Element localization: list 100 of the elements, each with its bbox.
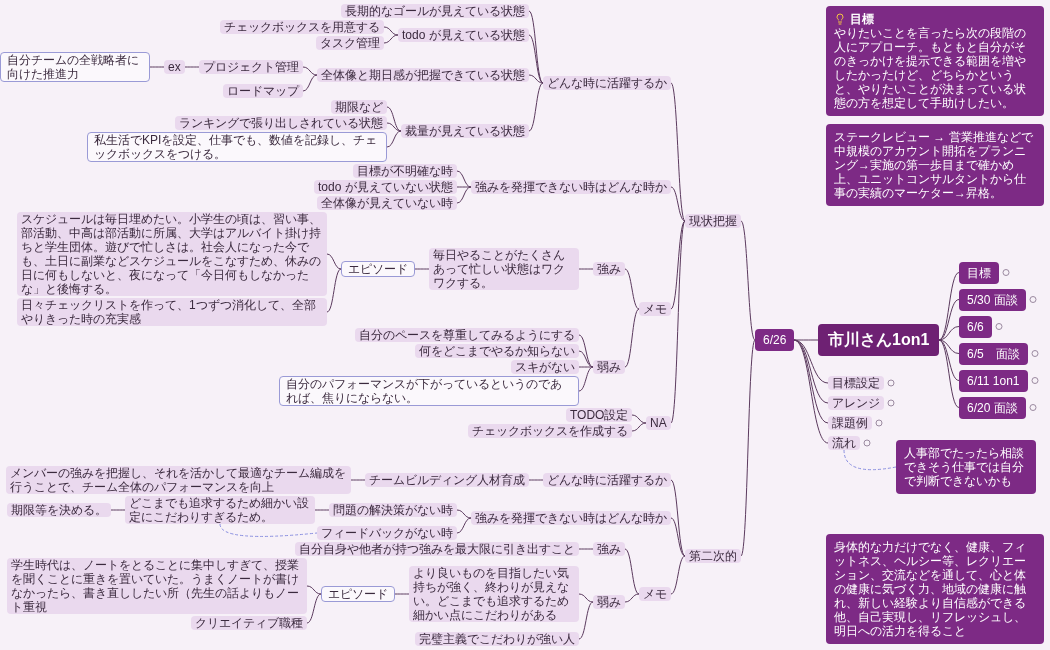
topic-label: どんな時に活躍するか (543, 76, 671, 90)
topic-label: メンバーの強みを把握し、それを活かして最適なチーム編成を行うことで、チーム全体のパフォーマンスを向上 (6, 466, 351, 494)
topic-box: 5/30 面談 (959, 288, 1026, 311)
branch-line (631, 422, 647, 432)
branch-line (670, 555, 686, 595)
topic-label: 強み (593, 542, 625, 556)
topic-label: 目標設定 (828, 376, 884, 390)
branch-line (938, 299, 960, 341)
topic-label: 弱み (593, 360, 625, 374)
branch-line (350, 479, 366, 481)
branch-line (938, 272, 960, 341)
topic-label: 弱み (593, 595, 625, 609)
summary-box: 自分のパフォーマンスが下がっているというのであれば、焦りにならない。 (279, 376, 579, 406)
note-card (826, 6, 1044, 116)
topic-label: スキがない (511, 360, 579, 374)
topic-label: 目標が不明確な時 (353, 164, 457, 178)
topic-label: どこまでも追求するため細かい設定にこだわりすぎるため。 (125, 496, 315, 524)
topic-label: 長期的なゴールが見えている状態 (341, 4, 529, 18)
topic-box: 6/6 (959, 315, 992, 338)
topic-label: todo が見えている状態 (398, 28, 529, 42)
branch-line (793, 339, 829, 444)
summary-box: エピソード (321, 586, 395, 602)
topic-box: 6/20 面談 (959, 396, 1026, 419)
branch-line (578, 366, 594, 392)
topic-label: 毎日やることがたくさんあって忙しい状態はワクワクする。 (429, 248, 579, 290)
branch-line (624, 593, 640, 603)
note-card: 人事部でたったら相談できそう仕事では自分で判断できないかも (896, 440, 1036, 494)
branch-line (386, 122, 402, 132)
topic-label: アレンジ (828, 396, 884, 410)
topic-label: 現状把握 (685, 214, 741, 228)
branch-line (414, 268, 430, 270)
branch-line (624, 548, 640, 595)
branch-line (578, 268, 594, 270)
note-heading: 目標 (850, 12, 874, 26)
branch-line (578, 601, 594, 640)
topic-label: 流れ (828, 436, 860, 450)
topic-label: スケジュールは毎日埋めたい。小学生の頃は、習い事、部活動、中高は部活動に所属、大学はアルバイト掛け持ちと学生団体。遊びで忙しさは。社会人になった今でも、土日に副業などスケジュールをこなすため、休みの日に何もしないと、夜になって「今日何もしなかったな」と後悔する。 (17, 212, 327, 296)
topic-label: クリエイティブ職種 (191, 616, 307, 630)
branch-line (110, 509, 126, 511)
branch-line (578, 366, 594, 368)
branch-line (631, 414, 647, 424)
topic-label: タスク管理 (316, 36, 384, 50)
branch-line (938, 339, 960, 408)
branch-line (456, 517, 472, 534)
topic-label: 期限など (331, 100, 387, 114)
branch-line (456, 186, 472, 204)
branch-line (578, 548, 594, 550)
topic-label: 自分のペースを尊重してみるようにする (355, 328, 579, 342)
summary-box: 私生活でKPIを設定、仕事でも、数値を記録し、チェックボックスをつける。 (87, 132, 387, 162)
branch-line (326, 268, 342, 313)
branch-line (670, 479, 686, 557)
branch-line (302, 66, 318, 76)
branch-line (670, 220, 686, 310)
note-text: やりたいことを言ったら次の段階の人にアプローチ。もともと自分がそのきっかけを提示できる範囲を増やしたかったけど、どちらかというと、やりたいことが決まっている状態の方を想定して手助けしたい。 (834, 26, 1027, 110)
branch-line (578, 593, 594, 603)
topic-label: 全体像と期日感が把握できている状態 (317, 68, 529, 82)
branch-line (528, 479, 544, 481)
topic-box: 6/5 面談 (959, 342, 1028, 365)
branch-line (670, 82, 686, 222)
topic-label: 第二次的 (685, 549, 741, 563)
note-card: ステークレビュー → 営業推進などで中規模のアカウント開拓をプランニング→実施の第一歩目まで確かめ上、ユニットコンサルタントから仕事の実績のマーケター→昇格。 (826, 124, 1044, 206)
branch-line (456, 186, 472, 188)
topic-label: 完璧主義でこだわりが強い人 (415, 632, 579, 646)
topic-label: ロードマップ (223, 84, 303, 98)
topic-label: 全体像が見えていない時 (317, 196, 457, 210)
dashed-connector (843, 449, 897, 471)
topic-label: より良いものを目指したい気持ちが強く、終わりが見えない。どこまでも追求するため細かい点にこだわりがある (409, 566, 579, 622)
branch-line (306, 593, 322, 624)
topic-label: 強みを発揮できない時はどんな時か (471, 511, 671, 525)
branch-line (938, 339, 960, 381)
topic-box: 目標 (959, 261, 999, 284)
branch-line (456, 509, 472, 519)
branch-line (383, 34, 399, 44)
branch-line (386, 106, 402, 132)
topic-label: フィードバックがない時 (317, 526, 457, 540)
branch-line (386, 130, 402, 148)
branch-line (624, 308, 640, 368)
branch-line (184, 66, 200, 68)
branch-line (670, 186, 686, 222)
branch-line (302, 74, 318, 92)
topic-label: 強みを発揮できない時はどんな時か (471, 180, 671, 194)
summary-box: エピソード (341, 261, 415, 277)
topic-label: 問題の解決策がない時 (329, 503, 457, 517)
topic-label: チームビルディング人材育成 (365, 473, 529, 487)
branch-line (793, 339, 819, 341)
branch-line (528, 10, 544, 84)
topic-label: 学生時代は、ノートをとることに集中しすぎて、授業を聞くことに重きを置いていた。うまくノートが書けなかったら、書き直ししたい所（先生の話よりもノート重視 (7, 558, 307, 614)
topic-label: メモ (639, 302, 671, 316)
root-topic: 市川さん1on1 (818, 324, 940, 356)
topic-label: ランキングで張り出しされている状態 (175, 116, 387, 130)
topic-label: 強み (593, 262, 625, 276)
topic-label: チェックボックスを作成する (468, 424, 632, 438)
branch-line (670, 517, 686, 557)
branch-line (624, 268, 640, 310)
branch-line (528, 34, 544, 84)
branch-line (670, 220, 686, 424)
branch-line (326, 253, 342, 270)
branch-line (456, 170, 472, 188)
topic-label: メモ (639, 587, 671, 601)
topic-label: 期限等を決める。 (7, 503, 111, 517)
